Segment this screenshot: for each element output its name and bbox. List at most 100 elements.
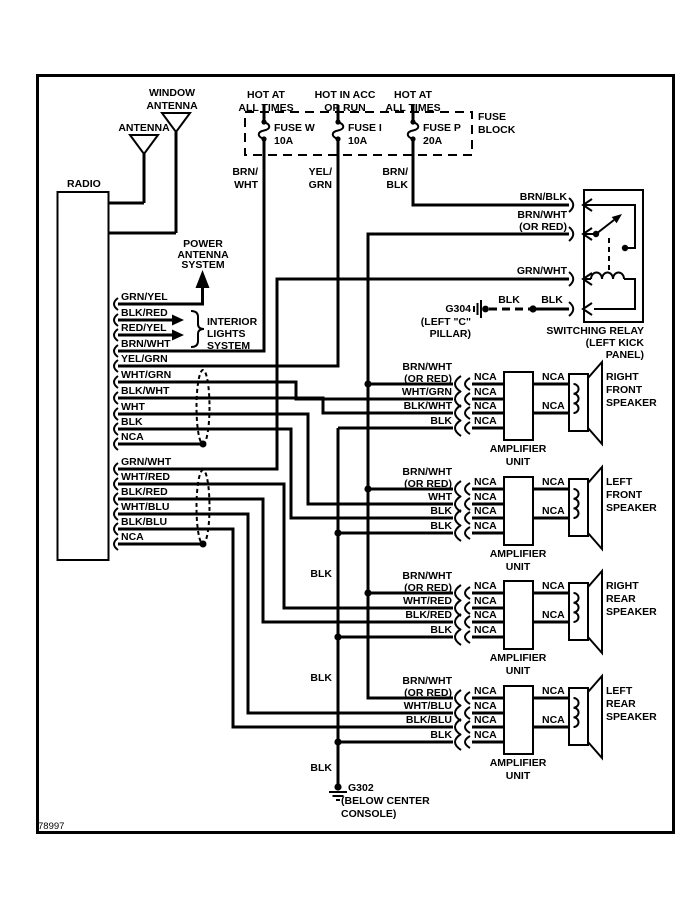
- fuse-w-name: FUSE W: [274, 122, 315, 134]
- radio-unit: RADIO: [56, 178, 110, 561]
- power-antenna-label-3: SYSTEM: [181, 259, 224, 271]
- fuse-i-hot-2: OR RUN: [324, 102, 365, 114]
- wire-label-brn-wht: BRN/WHT: [121, 338, 171, 350]
- fuse-w-wire-1: BRN/: [232, 166, 258, 178]
- amp4-in2-label: WHT/BLU: [404, 700, 452, 712]
- amp4-speaker-label-2: REAR: [606, 698, 636, 710]
- wire-blk-red: [118, 497, 453, 624]
- amp2-in4-label: BLK: [430, 520, 452, 532]
- amplifier-box: [503, 371, 534, 441]
- relay-wire-1-label: BRN/BLK: [520, 191, 568, 203]
- relay-coil-icon: [583, 271, 636, 310]
- amp3-unit-label-2: UNIT: [506, 665, 531, 677]
- amp1-speaker-label-3: SPEAKER: [606, 397, 657, 409]
- g304-wire-dash-label: BLK: [498, 294, 520, 306]
- fuse-i-hot-1: HOT IN ACC: [315, 89, 376, 101]
- interior-lights-system: INTERIOR LIGHTS SYSTEM: [118, 310, 258, 352]
- amp3-speaker-label-1: RIGHT: [606, 580, 639, 592]
- amp3-nca-3: NCA: [474, 609, 497, 621]
- amplifier-4-left-rear: BRN/WHT (OR RED) WHT/BLU BLK/BLU BLK NCA…: [402, 673, 657, 782]
- amp1-in1-label-b: (OR RED): [404, 373, 452, 385]
- amp1-nca-1: NCA: [474, 371, 497, 383]
- fuse-block-box: [244, 111, 473, 156]
- g304-loc-2: PILLAR): [430, 328, 471, 340]
- amp2-in2-label: WHT: [428, 491, 452, 503]
- g304-id: G304: [445, 303, 471, 315]
- ground-g304: BLK BLK G304 (LEFT "C" PILLAR): [421, 294, 569, 340]
- amp4-unit-label-2: UNIT: [506, 770, 531, 782]
- wire-label-wht-grn: WHT/GRN: [121, 369, 171, 381]
- wire-label-wht-red: WHT/RED: [121, 471, 170, 483]
- amp4-in1-label-b: (OR RED): [404, 687, 452, 699]
- wire-wht-blu: [118, 512, 453, 715]
- amp3-in3-label: BLK/RED: [405, 609, 452, 621]
- g302-id: G302: [348, 782, 374, 794]
- fuse-p-wire-1: BRN/: [382, 166, 408, 178]
- switching-relay: BRN/BLK BRN/WHT (OR RED) GRN/WHT SWITCHI…: [517, 189, 644, 361]
- bus-blk-label-2: BLK: [310, 672, 332, 684]
- amp3-out-nca-2: NCA: [542, 609, 565, 621]
- radio-label: RADIO: [67, 178, 101, 190]
- interior-lights-label-3: SYSTEM: [207, 340, 250, 352]
- amp4-nca-4: NCA: [474, 729, 497, 741]
- amp4-nca-1: NCA: [474, 685, 497, 697]
- shield-oval-icon: [195, 369, 211, 445]
- right-arrow-icon: [172, 329, 184, 341]
- fuse-w-hot-2: ALL TIMES: [238, 102, 293, 114]
- radio-wire-labels: GRN/YEL BLK/RED RED/YEL BRN/WHT YEL/GRN …: [121, 291, 172, 543]
- switch-arm-arrow-icon: [611, 214, 622, 224]
- radio-connector-pins: [113, 297, 119, 551]
- wire-label-nca-2: NCA: [121, 531, 144, 543]
- amp3-in1-label-b: (OR RED): [404, 582, 452, 594]
- brace-icon: [190, 310, 205, 348]
- wire-label-blk-red: BLK/RED: [121, 307, 168, 319]
- fuse-p-hot-2: ALL TIMES: [385, 102, 440, 114]
- ground-g302: BLK BLK BLK G302 (BELOW CENTER CONSOLE): [310, 568, 430, 820]
- amplifier-1-right-front: BRN/WHT (OR RED) WHT/GRN BLK/WHT BLK NCA…: [402, 359, 657, 468]
- fuse-p-rating: 20A: [423, 135, 443, 147]
- amp3-out-nca-1: NCA: [542, 580, 565, 592]
- amp4-speaker-label-3: SPEAKER: [606, 711, 657, 723]
- amp1-out-nca-2: NCA: [542, 400, 565, 412]
- amp2-in3-label: BLK: [430, 505, 452, 517]
- amplifier-2-left-front: BRN/WHT (OR RED) WHT BLK BLK NCA NCA NCA…: [402, 464, 657, 573]
- amp3-speaker-label-3: SPEAKER: [606, 606, 657, 618]
- amp2-in1-label-b: (OR RED): [404, 478, 452, 490]
- relay-wire-3-label: GRN/WHT: [517, 265, 568, 277]
- fuse-i-rating: 10A: [348, 135, 368, 147]
- window-antenna-icon: [160, 112, 192, 134]
- amp1-out-nca-1: NCA: [542, 371, 565, 383]
- wire-label-grn-wht: GRN/WHT: [121, 456, 172, 468]
- amp1-in3-label: BLK/WHT: [404, 400, 453, 412]
- amp3-in4-label: BLK: [430, 624, 452, 636]
- amp3-in2-label: WHT/RED: [403, 595, 452, 607]
- power-antenna-label-2: ANTENNA: [177, 249, 229, 261]
- speaker-icon: [568, 568, 603, 656]
- wire-label-blk: BLK: [121, 416, 143, 428]
- amp2-nca-4: NCA: [474, 520, 497, 532]
- wire-label-wht-blu: WHT/BLU: [121, 501, 169, 513]
- wire-wht: [118, 412, 453, 506]
- amp4-in4-label: BLK: [430, 729, 452, 741]
- amp2-out-nca-2: NCA: [542, 505, 565, 517]
- wire-label-red-yel: RED/YEL: [121, 322, 167, 334]
- amp1-unit-label-1: AMPLIFIER: [490, 443, 547, 455]
- amp2-nca-2: NCA: [474, 491, 497, 503]
- amp1-nca-4: NCA: [474, 415, 497, 427]
- amp1-nca-2: NCA: [474, 386, 497, 398]
- wire-label-blk-red-2: BLK/RED: [121, 486, 168, 498]
- amp2-unit-label-2: UNIT: [506, 561, 531, 573]
- amp1-nca-3: NCA: [474, 400, 497, 412]
- amplifier-box: [503, 580, 534, 650]
- amp3-in1-label-a: BRN/WHT: [402, 570, 452, 582]
- fuse-block-label-2: BLOCK: [478, 124, 516, 136]
- relay-wire-2-label-a: BRN/WHT: [517, 209, 567, 221]
- fuse-i-wire-1: YEL/: [309, 166, 332, 178]
- amp4-unit-label-1: AMPLIFIER: [490, 757, 547, 769]
- shield-oval-icon: [195, 469, 211, 545]
- wire-label-blk-blu: BLK/BLU: [121, 516, 167, 528]
- switching-relay-box: [583, 189, 644, 323]
- antenna-label: ANTENNA: [118, 122, 170, 134]
